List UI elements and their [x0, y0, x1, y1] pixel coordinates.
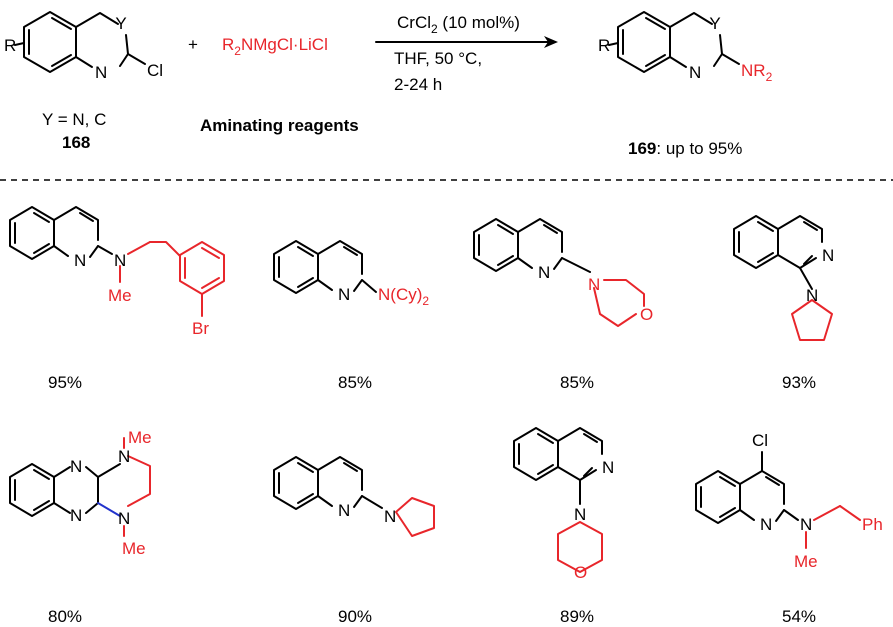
compound-number-168: 168	[62, 133, 90, 152]
ex5-amine-n1: N	[118, 447, 130, 466]
reagent-caption: Aminating reagents	[200, 116, 359, 135]
ex6-amine-n: N	[384, 507, 396, 526]
ex5-ring-n1: N	[70, 457, 82, 476]
yield-label: 89%	[560, 607, 594, 626]
substrate-168: R Y N Cl Y = N, C 168	[4, 11, 163, 152]
y-definition: Y = N, C	[42, 110, 106, 129]
ex1-bromo: Br	[192, 319, 209, 338]
example-5: N N N N Me Me 80%	[9, 428, 152, 626]
yield-label: 85%	[560, 373, 594, 392]
reagent-formula: R2NMgCl·LiCl	[222, 35, 328, 58]
example-3: N N O 85%	[473, 218, 653, 392]
ex2-dicyclohexylamino: N(Cy)2	[378, 285, 429, 308]
example-7: N N O 89%	[513, 427, 614, 626]
product-nr2-label: NR2	[741, 61, 773, 84]
yield-label: 95%	[48, 373, 82, 392]
product-summary: 169: up to 95%	[628, 139, 742, 158]
yield-label: 93%	[782, 373, 816, 392]
time-label: 2-24 h	[394, 75, 442, 94]
example-4: N N 93%	[733, 215, 834, 392]
substrate-r-label: R	[4, 36, 16, 55]
product-y-label: Y	[709, 14, 720, 33]
ex3-amine-n: N	[588, 275, 600, 294]
ex8-methyl: Me	[794, 552, 818, 571]
ex4-amine-n: N	[806, 286, 818, 305]
example-2: N N(Cy)2 85%	[273, 240, 429, 392]
ex1-amine-n: N	[114, 251, 126, 270]
substrate-cl-label: Cl	[147, 61, 163, 80]
catalyst-label: CrCl2 (10 mol%)	[397, 13, 520, 36]
yield-label: 85%	[338, 373, 372, 392]
ex4-ring-n: N	[822, 246, 834, 265]
ex5-methyl2: Me	[122, 539, 146, 558]
example-1: N N Me Br 95%	[9, 206, 225, 392]
substrate-n-label: N	[95, 63, 107, 82]
ex5-amine-n2: N	[118, 509, 130, 528]
ex7-oxygen: O	[574, 563, 587, 582]
ex3-oxygen: O	[640, 305, 653, 324]
ex5-methyl1: Me	[128, 428, 152, 447]
ex5-ring-n2: N	[70, 506, 82, 525]
ex8-chloro: Cl	[752, 431, 768, 450]
reaction-arrow	[375, 36, 558, 48]
yield-label: 80%	[48, 607, 82, 626]
product-n-label: N	[689, 63, 701, 82]
ex1-methyl: Me	[108, 286, 132, 305]
example-8: Cl N N Me Ph 54%	[695, 431, 883, 626]
substrate-y-label: Y	[115, 14, 126, 33]
product-r-label: R	[598, 36, 610, 55]
aminating-reagent: R2NMgCl·LiCl Aminating reagents	[200, 35, 359, 135]
ex7-ring-n: N	[602, 458, 614, 477]
yield-label: 54%	[782, 607, 816, 626]
ex7-amine-n: N	[574, 505, 586, 524]
reaction-conditions: CrCl2 (10 mol%) THF, 50 °C, 2-24 h	[394, 13, 520, 94]
ex1-ring-n: N	[74, 251, 86, 270]
product-169: R Y N NR2 169: up to 95%	[598, 11, 773, 158]
ex8-ring-n: N	[760, 515, 772, 534]
ex8-phenyl: Ph	[862, 515, 883, 534]
yield-label: 90%	[338, 607, 372, 626]
plus-sign: +	[188, 35, 198, 54]
ex2-ring-n: N	[338, 285, 350, 304]
ex8-amine-n: N	[800, 515, 812, 534]
solvent-temp-label: THF, 50 °C,	[394, 49, 482, 68]
example-6: N N 90%	[273, 456, 435, 626]
ex3-ring-n: N	[538, 263, 550, 282]
ex6-ring-n: N	[338, 501, 350, 520]
